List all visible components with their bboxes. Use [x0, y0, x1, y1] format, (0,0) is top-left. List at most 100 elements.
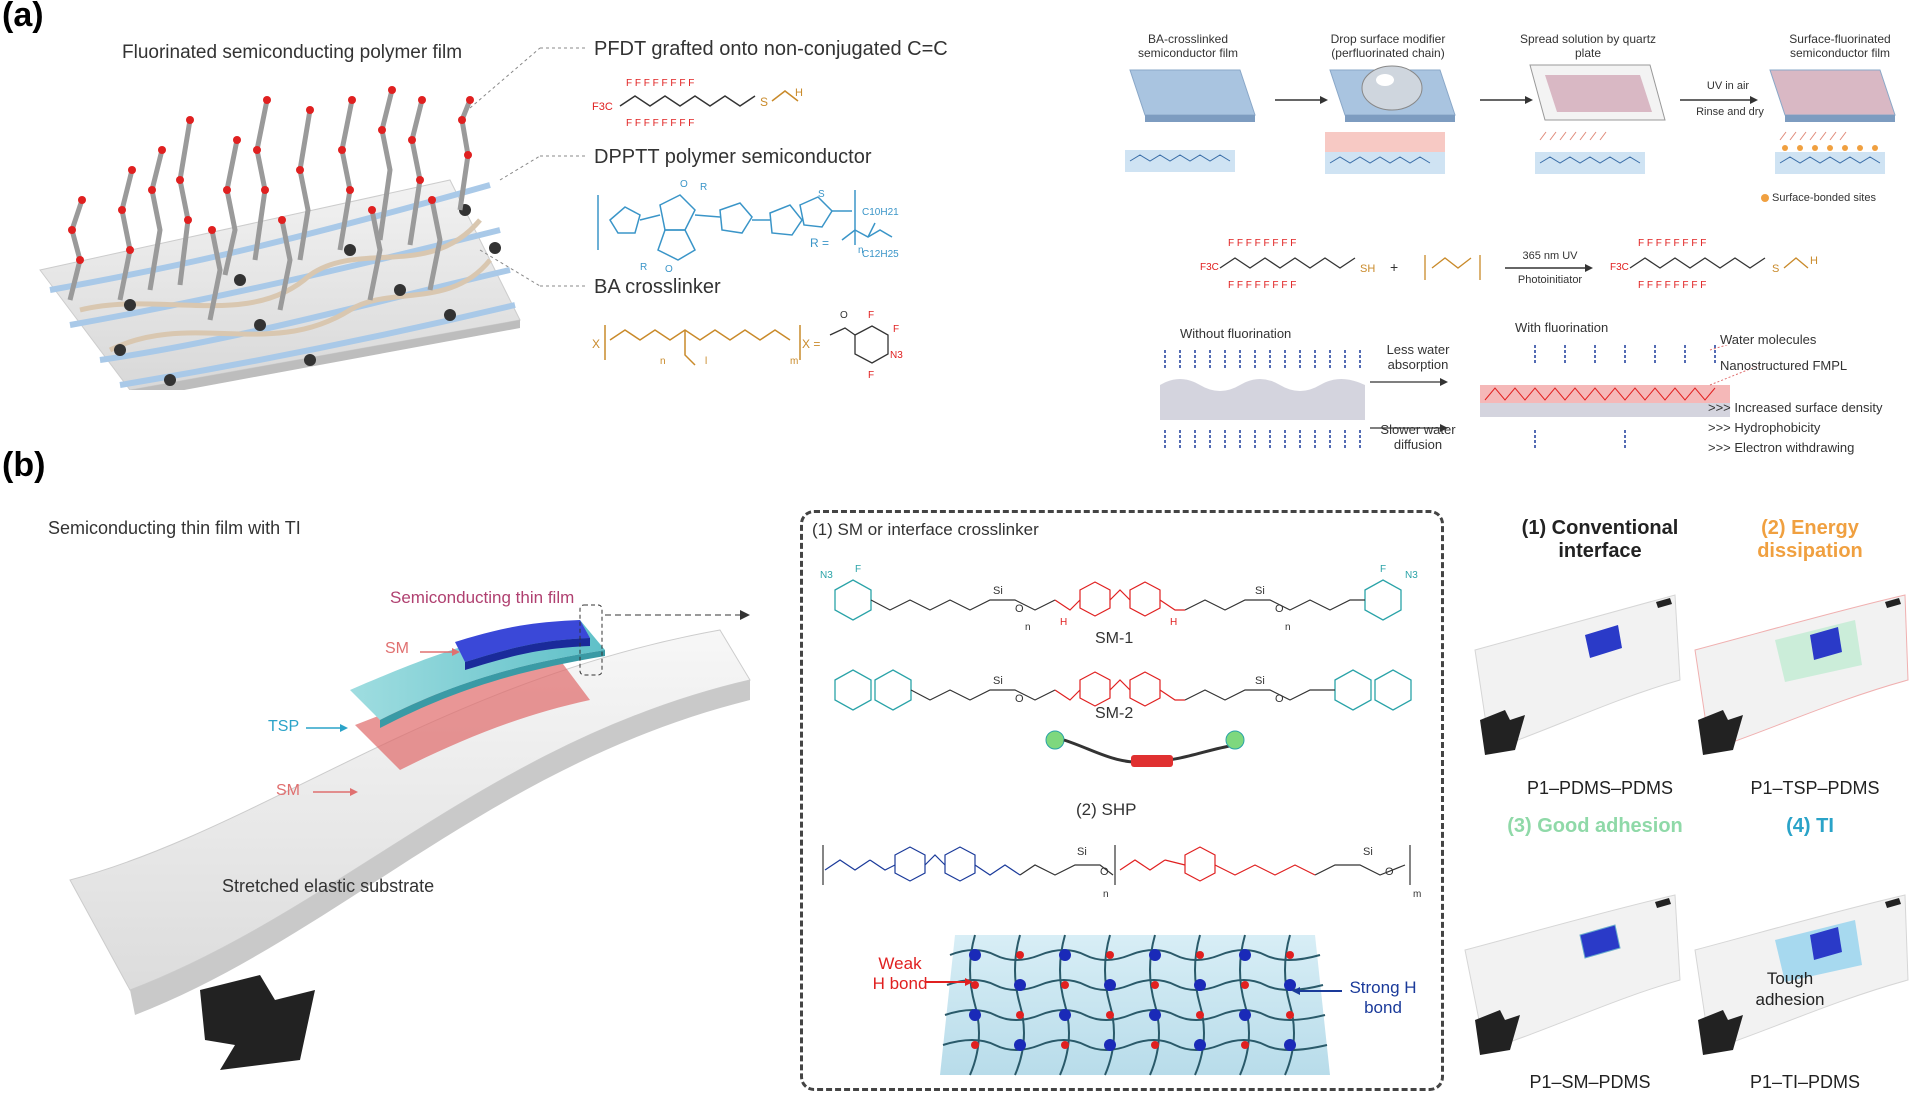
sm-structures: N3 F N3 F Si O n Si O n H H Si O Si O	[820, 564, 1418, 767]
shp-o2: O	[1385, 866, 1394, 878]
water-molecules-label: Water molecules	[1720, 332, 1817, 347]
ba-xeq: X =	[802, 337, 820, 351]
shp-n: n	[1103, 889, 1109, 900]
weak-h-bond-label: Weak H bond	[872, 954, 928, 993]
ba-f3: F	[868, 370, 874, 380]
rinse-dry-label: Rinse and dry	[1696, 106, 1764, 118]
panel-b-label: (b)	[2, 446, 46, 484]
tough-adhesion-label: Tough adhesion	[1755, 969, 1825, 1009]
less-water-label: Less water absorption	[1386, 342, 1450, 372]
sm1-si1: Si	[993, 585, 1003, 597]
ba-structure: X n l m X = O F F F N3	[592, 310, 903, 380]
dpptt-structure: O O R R S n R = C10H21 C12H25	[597, 179, 899, 275]
callout-ba: BA crosslinker	[594, 276, 721, 298]
benefit-1: >>> Increased surface density	[1708, 400, 1883, 415]
interface-3-title: (3) Good adhesion	[1507, 815, 1683, 837]
sm1-n3-right: N3	[1405, 570, 1418, 581]
sm1-si2: Si	[1255, 585, 1265, 597]
sm1-f2: F	[1380, 564, 1386, 575]
sm1-n1: n	[1025, 622, 1031, 633]
uv-air-label: UV in air	[1706, 80, 1750, 92]
interface-row-2	[1464, 894, 1909, 1055]
crosslinker-box	[800, 510, 1444, 1091]
tsp-label: TSP	[268, 718, 300, 735]
process-steps-illustration	[1125, 64, 1896, 202]
interface-4-title: (4) TI	[1786, 815, 1834, 837]
dpptt-c12: C12H25	[862, 249, 899, 260]
sm2-si2: Si	[1255, 675, 1265, 687]
reaction-scheme: F F F F F F F F F F F F F F F F F3C SH +…	[1200, 238, 1818, 291]
dpptt-o2: O	[665, 264, 673, 275]
sm1-f1: F	[855, 564, 861, 575]
step-4-label: Surface-fluorinated semiconductor film	[1789, 32, 1891, 60]
film-b-title: Semiconducting thin film with TI	[48, 518, 301, 538]
sm-bottom-label: SM	[276, 782, 300, 799]
rx-f-bottom: F F F F F F F F	[1228, 280, 1296, 291]
dpptt-r1: R	[700, 182, 707, 193]
pfdt-structure: F F F F F F F F F F F F F F F F F3C S H	[592, 78, 803, 129]
interface-2-caption: P1–TSP–PDMS	[1750, 778, 1880, 798]
panel-a-label: (a)	[2, 0, 44, 34]
dpptt-c10: C10H21	[862, 207, 899, 218]
interface-1-caption: P1–PDMS–PDMS	[1526, 778, 1674, 798]
shp-title: (2) SHP	[1076, 800, 1137, 819]
photoinitiator-label: Photoinitiator	[1517, 274, 1583, 286]
substrate-label: Stretched elastic substrate	[222, 876, 435, 896]
shp-m: m	[1413, 889, 1421, 900]
ba-x1: X	[592, 337, 600, 351]
rx-plus: +	[1390, 259, 1398, 275]
rx-sh: SH	[1360, 263, 1375, 275]
sm1-n2: n	[1285, 622, 1291, 633]
sm1-h2: H	[1170, 617, 1177, 628]
fmpl-label: Nanostructured FMPL	[1720, 358, 1848, 373]
callout-lines	[469, 47, 585, 287]
strong-h-bond-label: Strong H bond	[1349, 978, 1417, 1017]
rx-cf3: F3C	[1200, 262, 1219, 273]
ba-n: n	[660, 356, 666, 367]
rx2-f-top: F F F F F F F F	[1638, 238, 1706, 249]
sm2-label: SM-2	[1095, 705, 1134, 722]
h-bond-network	[940, 934, 1330, 1076]
callout-pfdt: PFDT grafted onto non-conjugated C=C	[594, 38, 948, 60]
rx2-cf3: F3C	[1610, 262, 1629, 273]
shp-si2: Si	[1363, 846, 1373, 858]
ba-o: O	[840, 310, 848, 321]
shp-o1: O	[1100, 866, 1109, 878]
dpptt-n: n	[858, 245, 864, 256]
uv-365-label: 365 nm UV	[1522, 250, 1578, 262]
dpptt-r2: R	[640, 262, 647, 273]
pfdt-f-top: F F F F F F F F	[626, 78, 694, 89]
ba-m: m	[790, 356, 798, 367]
sm2-si1: Si	[993, 675, 1003, 687]
rx-f-top: F F F F F F F F	[1228, 238, 1296, 249]
shp-si1: Si	[1077, 846, 1087, 858]
sm1-n3-left: N3	[820, 570, 833, 581]
step-3-label: Spread solution by quartz plate	[1519, 32, 1657, 60]
ba-n3: N3	[890, 350, 903, 361]
strong-h-arrow	[1292, 987, 1342, 995]
with-fluorination-label: With fluorination	[1515, 320, 1609, 335]
semi-film-label: Semiconducting thin film	[390, 588, 575, 607]
ba-l: l	[705, 356, 707, 367]
interface-1-title: (1) Conventional interface	[1521, 517, 1679, 562]
pfdt-h: H	[795, 87, 803, 99]
fluorinated-film-illustration	[39, 86, 521, 390]
sm1-o1: O	[1015, 603, 1024, 615]
without-fluorination-label: Without fluorination	[1180, 326, 1292, 341]
sm1-h1: H	[1060, 617, 1067, 628]
pfdt-f-bottom: F F F F F F F F	[626, 118, 694, 129]
shp-structure: Si O n Si O m	[822, 845, 1421, 900]
interface-4-caption: P1–TI–PDMS	[1749, 1072, 1861, 1092]
dpptt-req: R =	[810, 236, 829, 250]
sm2-o1: O	[1015, 693, 1024, 705]
sm2-o2: O	[1275, 693, 1284, 705]
slower-water-label: Slower water diffusion	[1380, 422, 1456, 452]
ba-f1: F	[868, 310, 874, 321]
benefits-list: >>> Increased surface density >>> Hydrop…	[1708, 398, 1883, 458]
interface-3-caption: P1–SM–PDMS	[1529, 1072, 1651, 1092]
pfdt-cf3: F3C	[592, 101, 613, 113]
rx2-s: S	[1772, 263, 1779, 275]
pfdt-s: S	[760, 95, 768, 109]
callout-dpptt: DPPTT polymer semiconductor	[594, 146, 872, 168]
benefit-2: >>> Hydrophobicity	[1708, 420, 1821, 435]
